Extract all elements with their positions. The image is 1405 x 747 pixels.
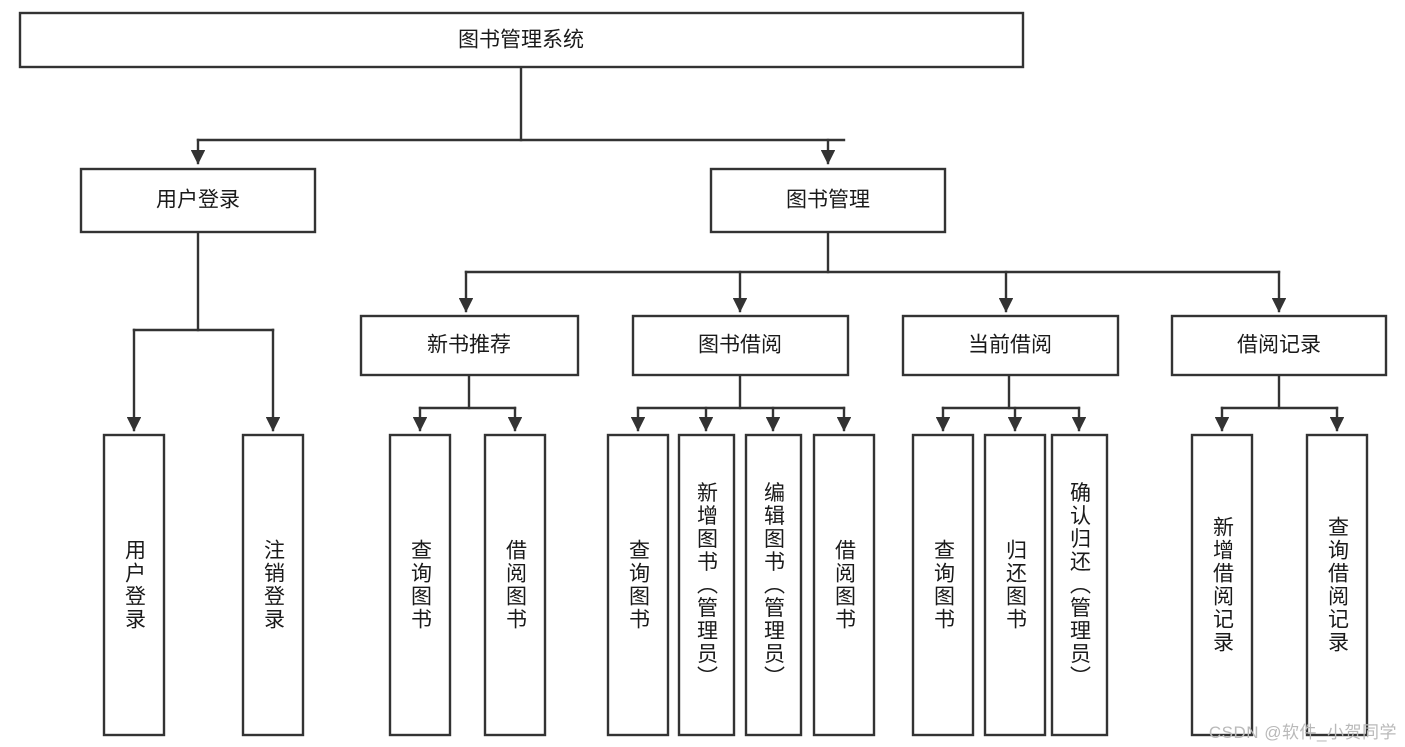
node-leaf-borrow-book-2[interactable]: 借阅图书 — [812, 433, 876, 737]
node-user-login-label: 用户登录 — [156, 189, 240, 212]
node-leaf-query-book-2[interactable]: 查询图书 — [606, 433, 670, 737]
node-leaf-return-book[interactable]: 归还图书 — [983, 433, 1047, 737]
edge-group-borrow-record — [1214, 373, 1345, 432]
edge-group-new-book-recommend — [412, 373, 523, 432]
node-borrow-record-box — [1170, 314, 1388, 377]
node-book-borrow[interactable]: 图书借阅 — [631, 314, 850, 377]
node-borrow-record-label: 借阅记录 — [1237, 334, 1321, 357]
node-leaf-query-book-2-label: 查询图书 — [627, 539, 651, 631]
node-leaf-query-book-1-label: 查询图书 — [409, 539, 433, 631]
node-current-borrow-box — [901, 314, 1120, 377]
node-leaf-user-logout-box — [241, 433, 305, 737]
node-current-borrow-label: 当前借阅 — [968, 334, 1052, 357]
node-leaf-add-book-admin-box — [677, 433, 736, 737]
edge-group-book-manage — [458, 230, 1287, 313]
node-leaf-user-logout-label: 注销登录 — [262, 539, 286, 631]
node-leaf-edit-book-admin-label: 编辑图书（管理员） — [762, 482, 786, 689]
node-leaf-return-book-label: 归还图书 — [1004, 539, 1028, 631]
node-book-manage-label: 图书管理 — [786, 189, 870, 212]
node-leaf-user-login-label: 用户登录 — [123, 539, 147, 631]
node-leaf-edit-book-admin-box — [744, 433, 803, 737]
node-root-box — [18, 11, 1025, 69]
node-leaf-query-book-3-box — [911, 433, 975, 737]
node-leaf-query-book-3[interactable]: 查询图书 — [911, 433, 975, 737]
node-leaf-add-borrow-record-box — [1190, 433, 1254, 737]
node-leaf-query-borrow-record-box — [1305, 433, 1369, 737]
node-leaf-borrow-book-1-box — [483, 433, 547, 737]
edge-group-current-borrow — [935, 373, 1087, 432]
node-leaf-query-borrow-record-label: 查询借阅记录 — [1326, 516, 1350, 654]
node-leaf-confirm-return-admin-box — [1050, 433, 1109, 737]
node-leaf-query-book-3-label: 查询图书 — [932, 539, 956, 631]
node-leaf-borrow-book-1[interactable]: 借阅图书 — [483, 433, 547, 737]
node-new-book-recommend-box — [359, 314, 580, 377]
node-root-label: 图书管理系统 — [458, 29, 584, 52]
node-leaf-add-book-admin[interactable]: 新增图书（管理员） — [677, 433, 736, 737]
node-new-book-recommend[interactable]: 新书推荐 — [359, 314, 580, 377]
node-leaf-user-login[interactable]: 用户登录 — [102, 433, 166, 737]
node-leaf-user-logout[interactable]: 注销登录 — [241, 433, 305, 737]
node-user-login[interactable]: 用户登录 — [79, 167, 317, 234]
node-leaf-add-borrow-record-label: 新增借阅记录 — [1211, 516, 1235, 654]
node-leaf-borrow-book-2-label: 借阅图书 — [833, 539, 857, 631]
node-book-manage[interactable]: 图书管理 — [709, 167, 947, 234]
node-book-manage-box — [709, 167, 947, 234]
edge-group-root — [190, 65, 846, 165]
node-new-book-recommend-label: 新书推荐 — [427, 334, 511, 357]
node-leaf-confirm-return-admin[interactable]: 确认归还（管理员） — [1050, 433, 1109, 737]
node-root[interactable]: 图书管理系统 — [18, 11, 1025, 69]
edge-group-book-borrow — [630, 373, 852, 432]
node-leaf-query-book-1-box — [388, 433, 452, 737]
node-leaf-return-book-box — [983, 433, 1047, 737]
node-leaf-query-book-1[interactable]: 查询图书 — [388, 433, 452, 737]
node-leaf-borrow-book-1-label: 借阅图书 — [504, 539, 528, 631]
node-leaf-user-login-box — [102, 433, 166, 737]
node-leaf-edit-book-admin[interactable]: 编辑图书（管理员） — [744, 433, 803, 737]
node-current-borrow[interactable]: 当前借阅 — [901, 314, 1120, 377]
node-leaf-query-book-2-box — [606, 433, 670, 737]
node-leaf-borrow-book-2-box — [812, 433, 876, 737]
node-borrow-record[interactable]: 借阅记录 — [1170, 314, 1388, 377]
node-user-login-box — [79, 167, 317, 234]
node-leaf-query-borrow-record[interactable]: 查询借阅记录 — [1305, 433, 1369, 737]
node-book-borrow-box — [631, 314, 850, 377]
node-leaf-confirm-return-admin-label: 确认归还（管理员） — [1068, 482, 1092, 689]
edge-group-user-login — [126, 230, 281, 432]
node-book-borrow-label: 图书借阅 — [698, 334, 782, 357]
node-leaf-add-borrow-record[interactable]: 新增借阅记录 — [1190, 433, 1254, 737]
node-leaf-add-book-admin-label: 新增图书（管理员） — [695, 482, 719, 689]
